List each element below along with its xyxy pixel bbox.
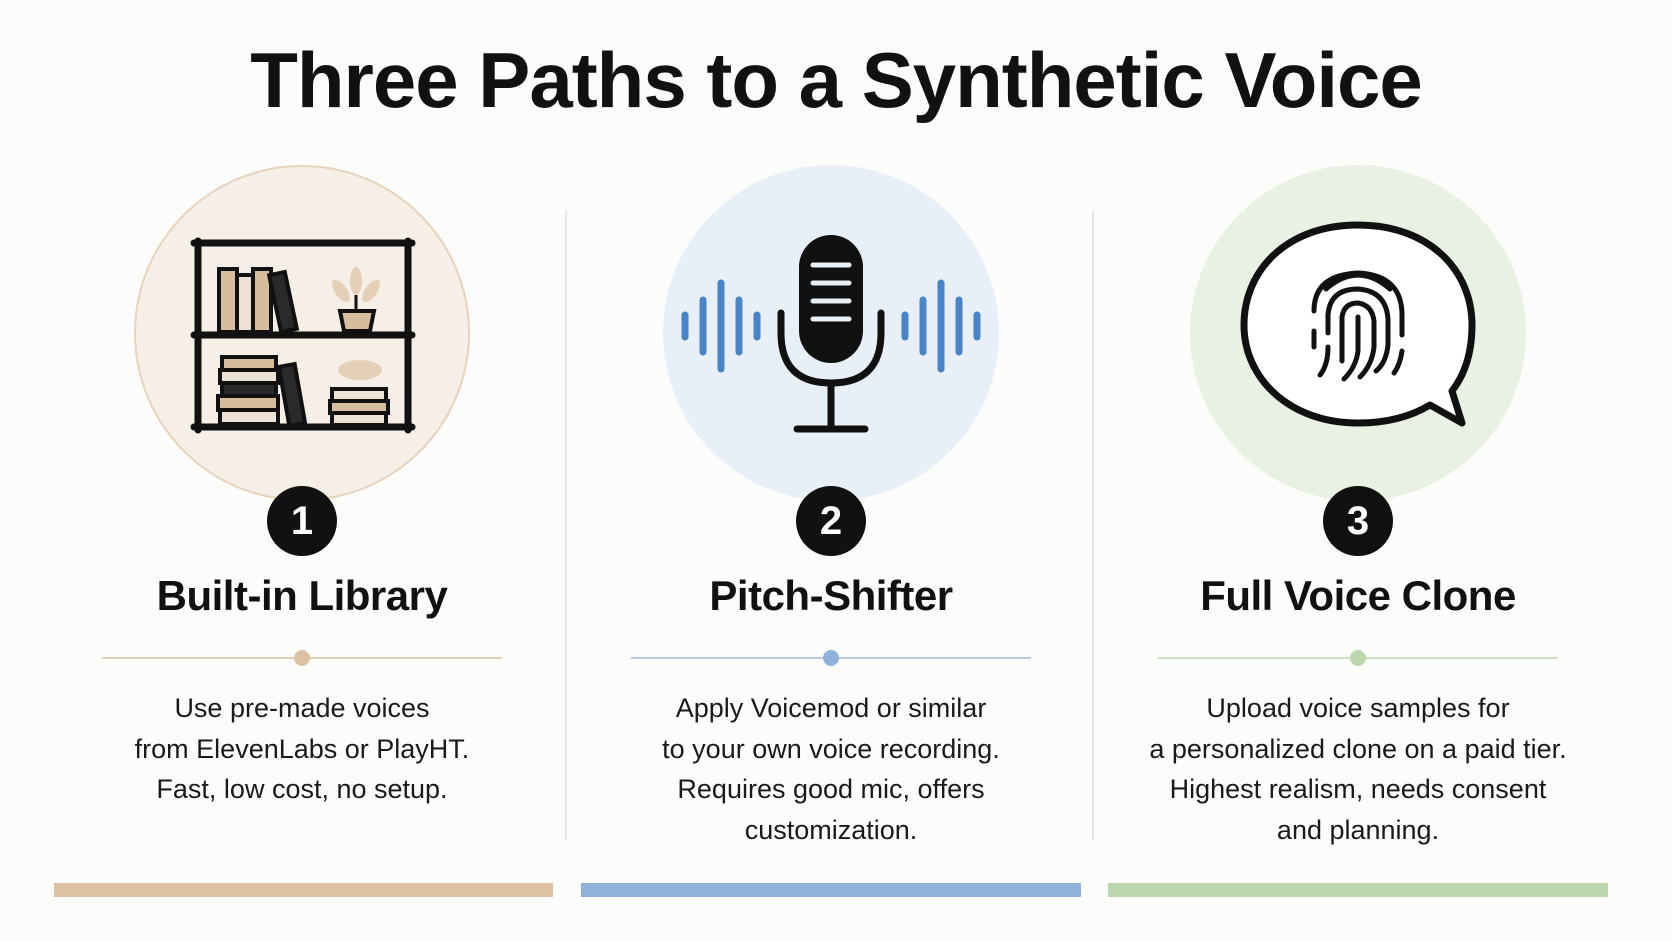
accent-bar-tan xyxy=(54,883,553,897)
path-card-built-in-library: 1 Built-in Library Use pre-made voices f… xyxy=(32,0,572,941)
microphone-icon xyxy=(681,235,981,433)
icon-circle xyxy=(663,165,999,501)
bookshelf-icon xyxy=(190,237,416,434)
accent-dot xyxy=(294,650,310,666)
path-heading: Pitch-Shifter xyxy=(709,572,953,619)
fingerprint-speech-bubble-icon xyxy=(1240,221,1476,427)
accent-dot xyxy=(1350,650,1366,666)
icon-circle xyxy=(1190,165,1526,501)
accent-bar-blue xyxy=(581,883,1081,897)
path-description: Use pre-made voices from ElevenLabs or P… xyxy=(134,693,470,804)
step-badge: 3 xyxy=(1323,486,1393,556)
path-description: Upload voice samples for a personalized … xyxy=(1149,693,1567,845)
icon-circle xyxy=(134,165,470,501)
accent-dot xyxy=(823,650,839,666)
path-card-full-voice-clone: 3 Full Voice Clone Upload voice samples … xyxy=(1088,0,1628,941)
path-card-pitch-shifter: 2 Pitch-Shifter Apply Voicemod or simila… xyxy=(561,0,1101,941)
accent-bar-green xyxy=(1108,883,1608,897)
step-badge: 1 xyxy=(267,486,337,556)
path-heading: Built-in Library xyxy=(156,572,448,619)
step-badge: 2 xyxy=(796,486,866,556)
column-divider xyxy=(565,210,567,840)
column-divider xyxy=(1092,210,1094,840)
path-description: Apply Voicemod or similar to your own vo… xyxy=(662,693,1000,845)
page-title: Three Paths to a Synthetic Voice xyxy=(250,36,1423,124)
path-heading: Full Voice Clone xyxy=(1200,572,1516,619)
